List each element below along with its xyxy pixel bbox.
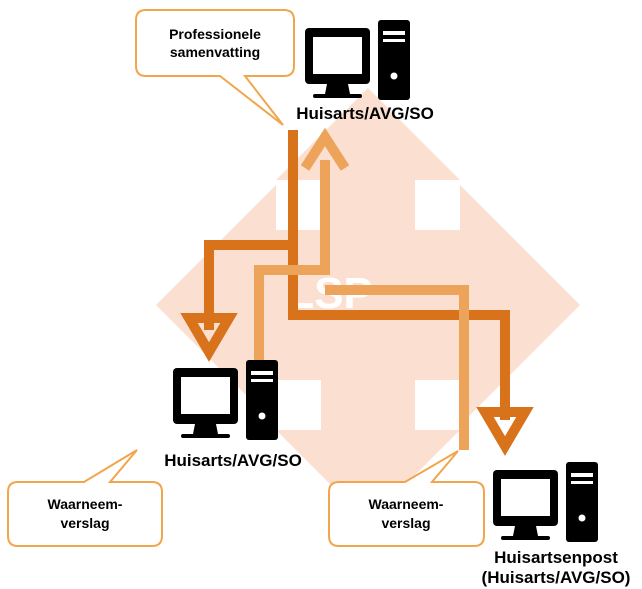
bubble-top-line1: Professionele [169,26,261,42]
right-computer-label-line1: Huisartsenpost [494,548,618,567]
computer-icon-top [305,20,410,100]
bubble-left-line1: Waarneem- [48,496,123,512]
bubble-top-line2: samenvatting [170,44,260,60]
flow-light-orange [254,160,469,450]
arrowhead-to-left [180,313,238,362]
arrowhead-to-top [300,127,350,171]
lsp-background-arrow [156,88,580,522]
top-computer-label: Huisarts/AVG/SO [296,104,434,123]
computer-icon-left [173,360,278,440]
right-computer-label-line2: (Huisarts/AVG/SO) [482,568,631,587]
bubble-left-line2: verslag [60,515,109,531]
bubble-right-line2: verslag [381,515,430,531]
arrowhead-to-right [476,407,534,456]
computer-icon-right [493,462,598,542]
bubble-left [7,449,163,547]
bubble-top [135,9,295,126]
bubble-right-line1: Waarneem- [369,496,444,512]
bubble-right [328,450,485,547]
left-computer-label: Huisarts/AVG/SO [164,451,302,470]
flow-dark-orange [204,130,510,420]
